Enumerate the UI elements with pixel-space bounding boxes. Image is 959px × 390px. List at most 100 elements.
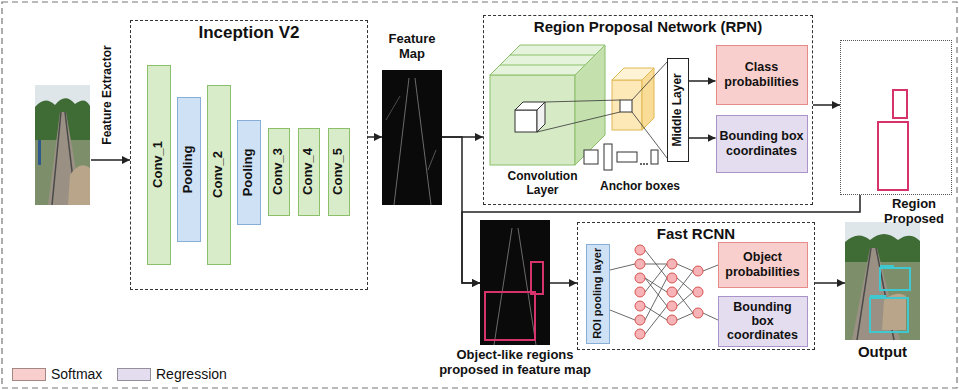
feature-edge: [386, 96, 400, 120]
layer-label: Middle Layer: [671, 73, 685, 146]
layer-label: Conv_5: [331, 148, 346, 195]
network-link: [645, 264, 667, 292]
photo-rail: [857, 248, 871, 340]
conv-layer: Conv_2: [207, 85, 231, 265]
stage-label: Feature Extractor: [101, 45, 115, 144]
legend-text: Softmax: [51, 366, 102, 382]
feature-map-ground: [382, 70, 442, 205]
ellipsis-dot: [640, 163, 642, 165]
detection-box: [880, 268, 910, 290]
network-link: [645, 278, 667, 292]
middle-layer: Middle Layer: [667, 58, 689, 162]
ellipsis-dot: [643, 163, 645, 165]
box-label: Bounding box coordinates: [717, 129, 807, 158]
softmax-box: Class probabilities: [716, 45, 808, 105]
flow-arrow: [689, 137, 716, 139]
neuron: [635, 315, 645, 325]
neuron: [693, 308, 703, 318]
projection-line: [632, 62, 667, 100]
feature-block-side: [642, 68, 654, 130]
proposal-frame: Region Proposed: [840, 40, 952, 195]
detection-tag: [880, 265, 894, 269]
region-feature-map: Object-like regions proposed in feature …: [480, 220, 550, 345]
output-image: Output: [845, 222, 920, 340]
dashed-group: Inception V2Conv_1PoolingConv_2PoolingCo…: [130, 20, 368, 290]
convolution-figure: Convolution Layer: [488, 40, 653, 200]
roi-pooling-layer: ROI pooling layer: [586, 244, 610, 344]
cube-layer: [500, 65, 585, 66]
neurons: [635, 245, 703, 339]
dashed-group: Region Proposal Network (RPN)Convolution…: [483, 15, 813, 205]
network-link: [645, 278, 667, 320]
softmax-box: Object probabilities: [718, 242, 808, 288]
neuron: [667, 301, 677, 311]
neuron: [693, 287, 703, 297]
pooling-layer: Pooling: [177, 97, 201, 242]
network-link: [703, 265, 718, 271]
cube-side: [575, 45, 605, 165]
anchor-boxes: [584, 144, 658, 170]
feature-edge: [494, 228, 512, 345]
layer-label: Conv_3: [271, 148, 286, 195]
projection-line: [632, 112, 667, 158]
network-link: [645, 306, 667, 334]
network-link: [677, 271, 693, 292]
network-link: [677, 292, 693, 313]
detection-box: [870, 298, 908, 332]
feature-edge: [415, 78, 431, 205]
conv-layer: Conv_5: [328, 128, 350, 216]
anchor-box: [617, 152, 637, 162]
network-link: [703, 313, 718, 320]
anchor-box: [651, 150, 658, 164]
anchor-box: [584, 150, 598, 164]
region-proposals: [878, 90, 908, 190]
neuron: [635, 329, 645, 339]
legend-swatch: [12, 368, 46, 381]
cube-layer: [510, 55, 595, 56]
feature-edge: [518, 228, 536, 345]
neuron: [667, 259, 677, 269]
conv-layer: Conv_1: [147, 65, 171, 265]
legend-item: Regression: [117, 366, 227, 382]
kernel-front: [515, 110, 537, 132]
detection-tag: [870, 295, 886, 299]
photo-ground: [845, 222, 920, 340]
flow-arrow: [813, 104, 840, 106]
group-title: Fast RCNN: [578, 225, 814, 242]
projection-line: [545, 100, 620, 102]
neuron: [667, 273, 677, 283]
neuron: [667, 287, 677, 297]
legend-swatch: [117, 368, 151, 381]
anchor-box: [604, 144, 612, 170]
photo-rock: [882, 294, 906, 330]
neuron: [667, 315, 677, 325]
regression-box: Bounding box coordinates: [718, 296, 808, 347]
network-link: [677, 313, 693, 320]
convolution-cube: [490, 45, 667, 165]
network-link: [645, 250, 667, 278]
network-link: [677, 278, 693, 292]
region-feature-map-image: [480, 220, 550, 345]
box-label: Class probabilities: [717, 60, 807, 89]
output-photo: [845, 222, 920, 340]
photo-rail: [52, 112, 61, 205]
proposed-region: [893, 90, 907, 118]
input-photo: [35, 85, 90, 205]
legend-text: Regression: [156, 366, 227, 382]
network-link: [645, 264, 667, 265]
projection-line: [537, 112, 620, 132]
anchor-label: Anchor boxes: [600, 180, 680, 194]
feature-edge: [428, 150, 436, 170]
neuron: [635, 245, 645, 255]
photo-signal: [38, 140, 41, 165]
neuron: [635, 259, 645, 269]
figure-caption: Output: [843, 343, 923, 360]
figure-caption: Region Proposed: [878, 197, 950, 227]
feature-edge: [394, 78, 409, 205]
feature-block-front: [612, 80, 642, 130]
feature-map-ground: [480, 220, 550, 345]
network-link: [677, 292, 693, 306]
feature-map: Feature Map: [382, 32, 442, 207]
